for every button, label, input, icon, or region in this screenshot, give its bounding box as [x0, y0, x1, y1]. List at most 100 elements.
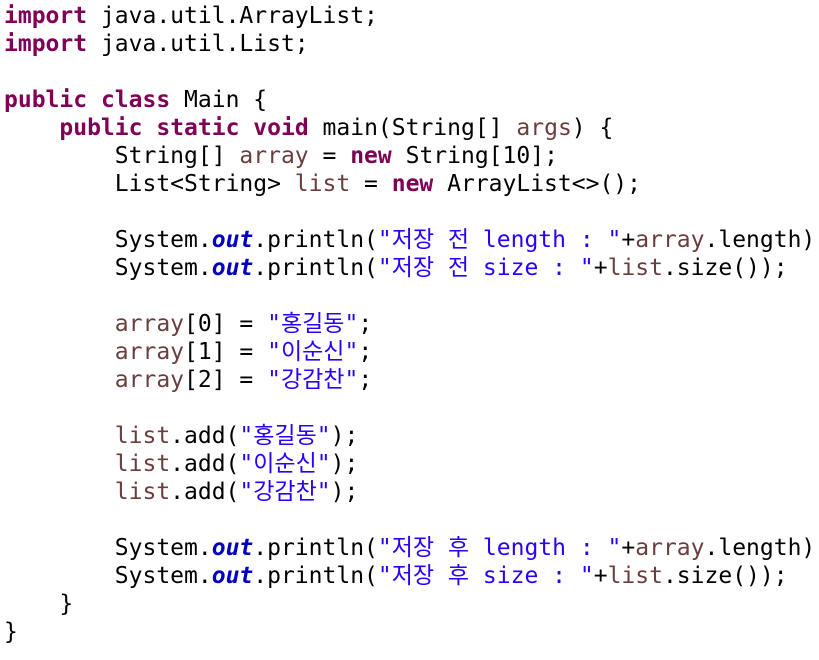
code-line[interactable]: list.add("홍길동"); [4, 422, 359, 450]
code-text: + [593, 255, 608, 281]
code-variable: list [607, 255, 663, 281]
code-text: } [4, 619, 18, 645]
code-text: ; [358, 367, 373, 393]
code-text [142, 115, 156, 141]
code-indent [4, 143, 115, 169]
code-keyword: public [59, 115, 143, 141]
code-static-field: out [211, 255, 254, 281]
code-line[interactable]: public class Main { [4, 86, 267, 114]
code-text: ); [330, 479, 359, 505]
code-text: java.util.ArrayList; [87, 3, 378, 29]
code-line[interactable]: String[] array = new String[10]; [4, 142, 558, 170]
code-variable: array [635, 535, 705, 561]
code-text: ; [358, 311, 373, 337]
code-text: + [621, 227, 636, 253]
code-indent [4, 591, 59, 617]
code-string-literal: "강감찬" [239, 479, 331, 505]
code-line[interactable]: array[2] = "강감찬"; [4, 366, 372, 394]
code-indent [4, 115, 59, 141]
code-text: String[] [114, 143, 240, 169]
code-static-field: out [211, 563, 254, 589]
code-text: .println( [253, 227, 378, 253]
code-string-literal: "홍길동" [239, 423, 331, 449]
code-line[interactable]: list.add("이순신"); [4, 450, 359, 478]
code-text: System. [114, 563, 212, 589]
code-line[interactable]: list.add("강감찬"); [4, 478, 359, 506]
code-text: main(String[] [308, 115, 517, 141]
code-static-field: out [211, 535, 254, 561]
code-line[interactable]: array[1] = "이순신"; [4, 338, 372, 366]
code-line[interactable]: System.out.println("저장 전 size : "+list.s… [4, 254, 788, 282]
code-string-literal: "이순신" [267, 339, 359, 365]
code-line[interactable]: System.out.println("저장 후 length : "+arra… [4, 534, 819, 562]
code-keyword: import [4, 31, 88, 57]
code-text: [1] = [184, 339, 268, 365]
code-indent [4, 423, 115, 449]
code-text: [0] = [184, 311, 268, 337]
code-indent [4, 311, 115, 337]
code-variable: list [114, 479, 171, 505]
code-keyword: public [4, 87, 88, 113]
code-text [239, 115, 253, 141]
code-line[interactable]: } [4, 618, 18, 646]
code-keyword: import [4, 3, 88, 29]
code-indent [4, 451, 115, 477]
code-line[interactable]: import java.util.List; [4, 30, 309, 58]
code-line[interactable]: List<String> list = new ArrayList<>(); [4, 170, 641, 198]
code-editor[interactable]: import java.util.ArrayList;import java.u… [4, 0, 819, 660]
code-string-literal: "홍길동" [267, 311, 359, 337]
code-indent [4, 535, 115, 561]
code-text: .size()); [662, 563, 788, 589]
code-variable: array [239, 143, 309, 169]
code-variable: array [114, 339, 185, 365]
code-line[interactable]: System.out.println("저장 후 size : "+list.s… [4, 562, 788, 590]
code-text: System. [114, 227, 212, 253]
code-string-literal: "저장 후 size : " [377, 563, 594, 589]
code-indent [4, 255, 115, 281]
code-line[interactable]: System.out.println("저장 전 length : "+arra… [4, 226, 819, 254]
code-keyword: new [391, 171, 434, 197]
code-text: ; [358, 339, 373, 365]
code-text: .println( [253, 563, 378, 589]
code-keyword: class [100, 87, 171, 113]
code-text: = [308, 143, 351, 169]
code-text: .println( [253, 255, 378, 281]
code-text: ArrayList<>(); [433, 171, 641, 197]
code-text: .length); [704, 535, 819, 561]
code-text: System. [114, 535, 212, 561]
code-keyword: void [253, 115, 309, 141]
code-text: String[10]; [391, 143, 558, 169]
code-variable: list [607, 563, 663, 589]
code-indent [4, 227, 115, 253]
code-line[interactable]: import java.util.ArrayList; [4, 2, 378, 30]
code-indent [4, 479, 115, 505]
code-text: System. [114, 255, 212, 281]
code-string-literal: "저장 후 length : " [377, 535, 622, 561]
code-text: .println( [253, 535, 378, 561]
code-line[interactable]: public static void main(String[] args) { [4, 114, 613, 142]
code-variable: array [635, 227, 705, 253]
code-text: [2] = [184, 367, 268, 393]
code-text: ); [330, 451, 359, 477]
code-variable: list [114, 423, 171, 449]
code-text: ); [330, 423, 359, 449]
code-string-literal: "이순신" [239, 451, 331, 477]
code-text: List<String> [114, 171, 295, 197]
code-text: .add( [170, 423, 240, 449]
code-text: + [593, 563, 608, 589]
code-variable: list [294, 171, 351, 197]
code-text [87, 87, 101, 113]
code-indent [4, 171, 115, 197]
code-line[interactable]: array[0] = "홍길동"; [4, 310, 372, 338]
code-indent [4, 367, 115, 393]
code-text: .add( [170, 479, 240, 505]
code-keyword: new [350, 143, 392, 169]
code-keyword: static [156, 115, 240, 141]
code-line[interactable]: } [4, 590, 73, 618]
code-variable: args [516, 115, 572, 141]
code-text: + [621, 535, 636, 561]
code-indent [4, 563, 115, 589]
code-text: .length); [704, 227, 819, 253]
code-variable: array [114, 367, 185, 393]
code-text: java.util.List; [87, 31, 309, 57]
